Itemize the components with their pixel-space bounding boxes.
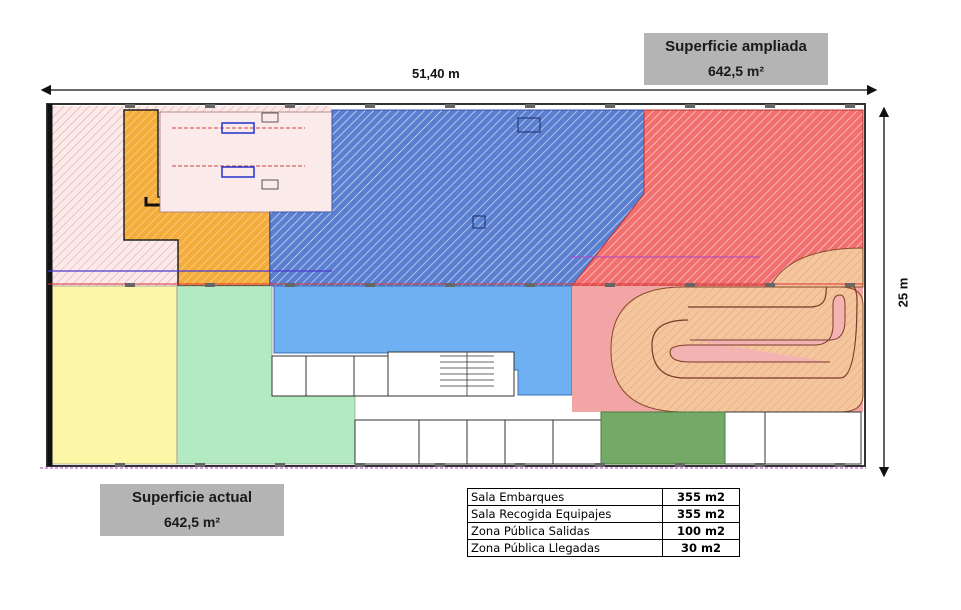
zone-area: 100 m2 <box>662 522 740 540</box>
zone-name: Zona Pública Salidas <box>467 522 663 540</box>
area-table: Sala Embarques 355 m2 Sala Recogida Equi… <box>467 488 740 557</box>
core-rooms <box>271 351 862 465</box>
height-dimension-label: 25 m <box>895 277 911 308</box>
expanded-area-value: 642,5 m² <box>707 63 765 79</box>
zone-area: 355 m2 <box>662 505 740 523</box>
conveyor-icon <box>221 122 255 134</box>
dark-green-zone <box>600 411 726 465</box>
carousel-belt <box>651 279 858 379</box>
table-row: Zona Pública Llegadas 30 m2 <box>467 539 740 557</box>
current-area-value: 642,5 m² <box>163 514 221 530</box>
table-row: Zona Pública Salidas 100 m2 <box>467 522 740 540</box>
zone-name: Sala Recogida Equipajes <box>467 505 663 523</box>
conveyor-icon <box>221 166 255 178</box>
table-row: Sala Embarques 355 m2 <box>467 488 740 506</box>
zone-name: Zona Pública Llegadas <box>467 539 663 557</box>
table-row: Sala Recogida Equipajes 355 m2 <box>467 505 740 523</box>
width-dimension-label: 51,40 m <box>412 66 460 81</box>
carousel-inner <box>669 294 846 363</box>
building-wall <box>46 103 866 467</box>
current-area-title: Superficie actual <box>131 489 253 506</box>
structural-columns <box>115 104 855 467</box>
zone-area: 30 m2 <box>662 539 740 557</box>
yellow-zone <box>47 285 178 465</box>
staircase <box>440 352 494 396</box>
zone-name: Sala Embarques <box>467 488 663 506</box>
current-area-label: Superficie actual 642,5 m² <box>100 484 284 536</box>
expanded-area-label: Superficie ampliada 642,5 m² <box>644 33 828 85</box>
zone-area: 355 m2 <box>662 488 740 506</box>
machinery-room <box>159 111 333 213</box>
carousel-top-curve <box>769 247 864 288</box>
expanded-area-title: Superficie ampliada <box>665 38 807 55</box>
